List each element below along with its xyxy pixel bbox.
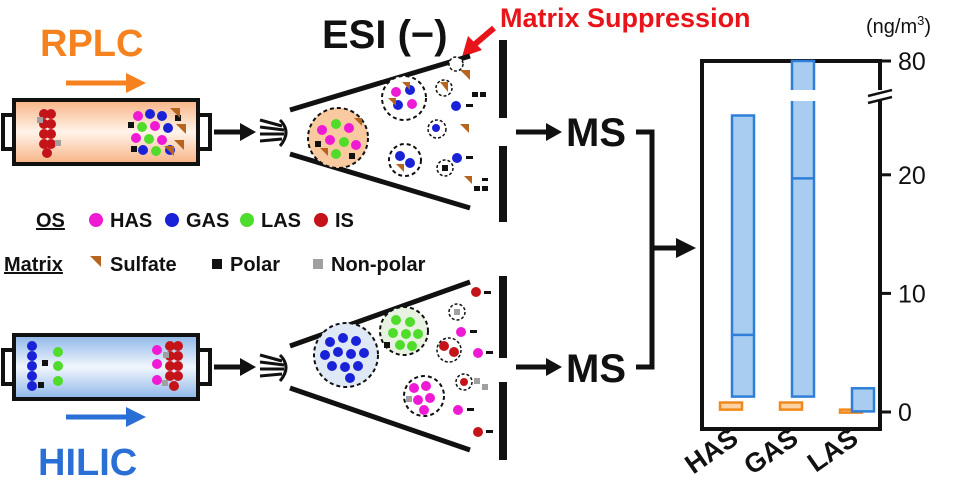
arrow-to-ms-bottom [516, 358, 562, 376]
bar-hilic-las [850, 387, 876, 413]
legend-polar-marker [212, 259, 222, 269]
legend-nonpolar-label: Non-polar [331, 254, 426, 276]
legend-has-label: HAS [110, 210, 152, 232]
legend: OS HAS GAS LAS IS Matrix Sulfate Polar N… [4, 210, 426, 276]
rplc-is-band [37, 109, 61, 158]
hilic-label: HILIC [38, 442, 137, 484]
legend-nonpolar-marker [313, 259, 323, 269]
legend-is-marker [314, 213, 328, 227]
legend-polar-label: Polar [230, 254, 280, 276]
esi-tip-bottom [259, 353, 288, 382]
legend-las-label: LAS [261, 210, 301, 232]
rplc-os-band [128, 108, 186, 156]
bar-rplc-has [718, 401, 744, 411]
chart-marks [718, 59, 876, 414]
legend-gas-label: GAS [186, 210, 229, 232]
legend-is-label: IS [335, 210, 354, 232]
bar-hilic-has [730, 114, 756, 398]
rplc-column [1, 98, 212, 166]
arrow-to-ms-top [516, 123, 562, 141]
bar-rplc-gas [778, 401, 804, 411]
droplet-medium [381, 75, 427, 121]
chart-units: (ng/m3) [866, 13, 931, 38]
bar-hilic-gas [790, 59, 816, 398]
hilic-column [1, 333, 212, 401]
legend-os-title: OS [36, 210, 65, 232]
esi-label: ESI (−) [322, 13, 448, 57]
chart-units-close: ) [924, 16, 931, 38]
ms-label-bottom: MS [566, 347, 626, 391]
hilic-has-is-band [152, 341, 183, 391]
spray-plume-top [289, 53, 488, 211]
arrow-column-to-esi-top [214, 123, 256, 141]
legend-sulfate-label: Sulfate [110, 254, 177, 276]
y-tick-label-0: 0 [898, 399, 912, 427]
arrow-column-to-esi-bottom [214, 358, 256, 376]
legend-sulfate-marker [90, 256, 101, 267]
suppression-arrow [462, 25, 496, 57]
chart-units-sup: 3 [917, 13, 924, 28]
droplet-large [307, 107, 369, 169]
rplc-label: RPLC [40, 23, 143, 65]
ms-label-top: MS [566, 111, 626, 155]
chart-ticks: 0 10 20 80 [880, 48, 926, 427]
bar-break-gap [790, 90, 816, 101]
y-tick-label-80: 80 [898, 48, 926, 76]
legend-las-marker [240, 213, 254, 227]
legend-has-marker [89, 213, 103, 227]
axis-break [867, 88, 893, 105]
hilic-las-band [38, 347, 63, 388]
hilic-gas-band [27, 341, 37, 391]
legend-matrix-title: Matrix [4, 254, 63, 276]
spray-plume-bottom [289, 279, 493, 453]
hilic-arrow [66, 407, 146, 427]
arrow-to-chart [676, 238, 696, 258]
rplc-arrow [66, 73, 146, 93]
legend-gas-marker [165, 213, 179, 227]
esi-tip-top [259, 118, 288, 147]
y-tick-label-20: 20 [898, 162, 926, 190]
category-label-gas: GAS [738, 422, 803, 480]
droplet-small [388, 143, 422, 177]
connector-ms-to-chart [636, 129, 678, 370]
matrix-suppression-label: Matrix Suppression [500, 3, 751, 33]
y-tick-label-10: 10 [898, 280, 926, 308]
chart-units-main: (ng/m [866, 16, 917, 38]
